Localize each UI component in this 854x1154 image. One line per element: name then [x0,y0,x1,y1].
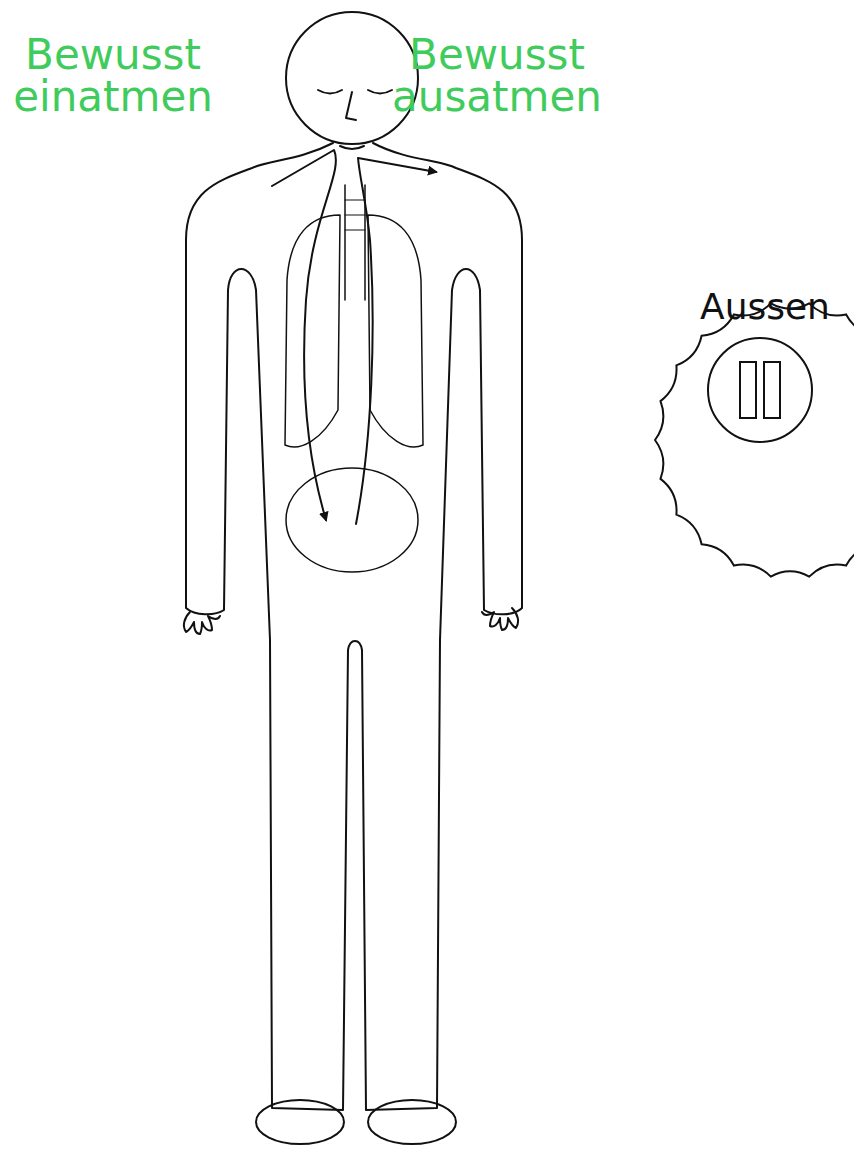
breath-label: Bewusst ausatmen [392,34,602,118]
breath-label: Bewusst einatmen [8,34,218,118]
thought-cloud: Aussen [640,290,854,590]
cloud-label: Aussen [700,286,830,327]
cloud-outline [640,290,854,590]
